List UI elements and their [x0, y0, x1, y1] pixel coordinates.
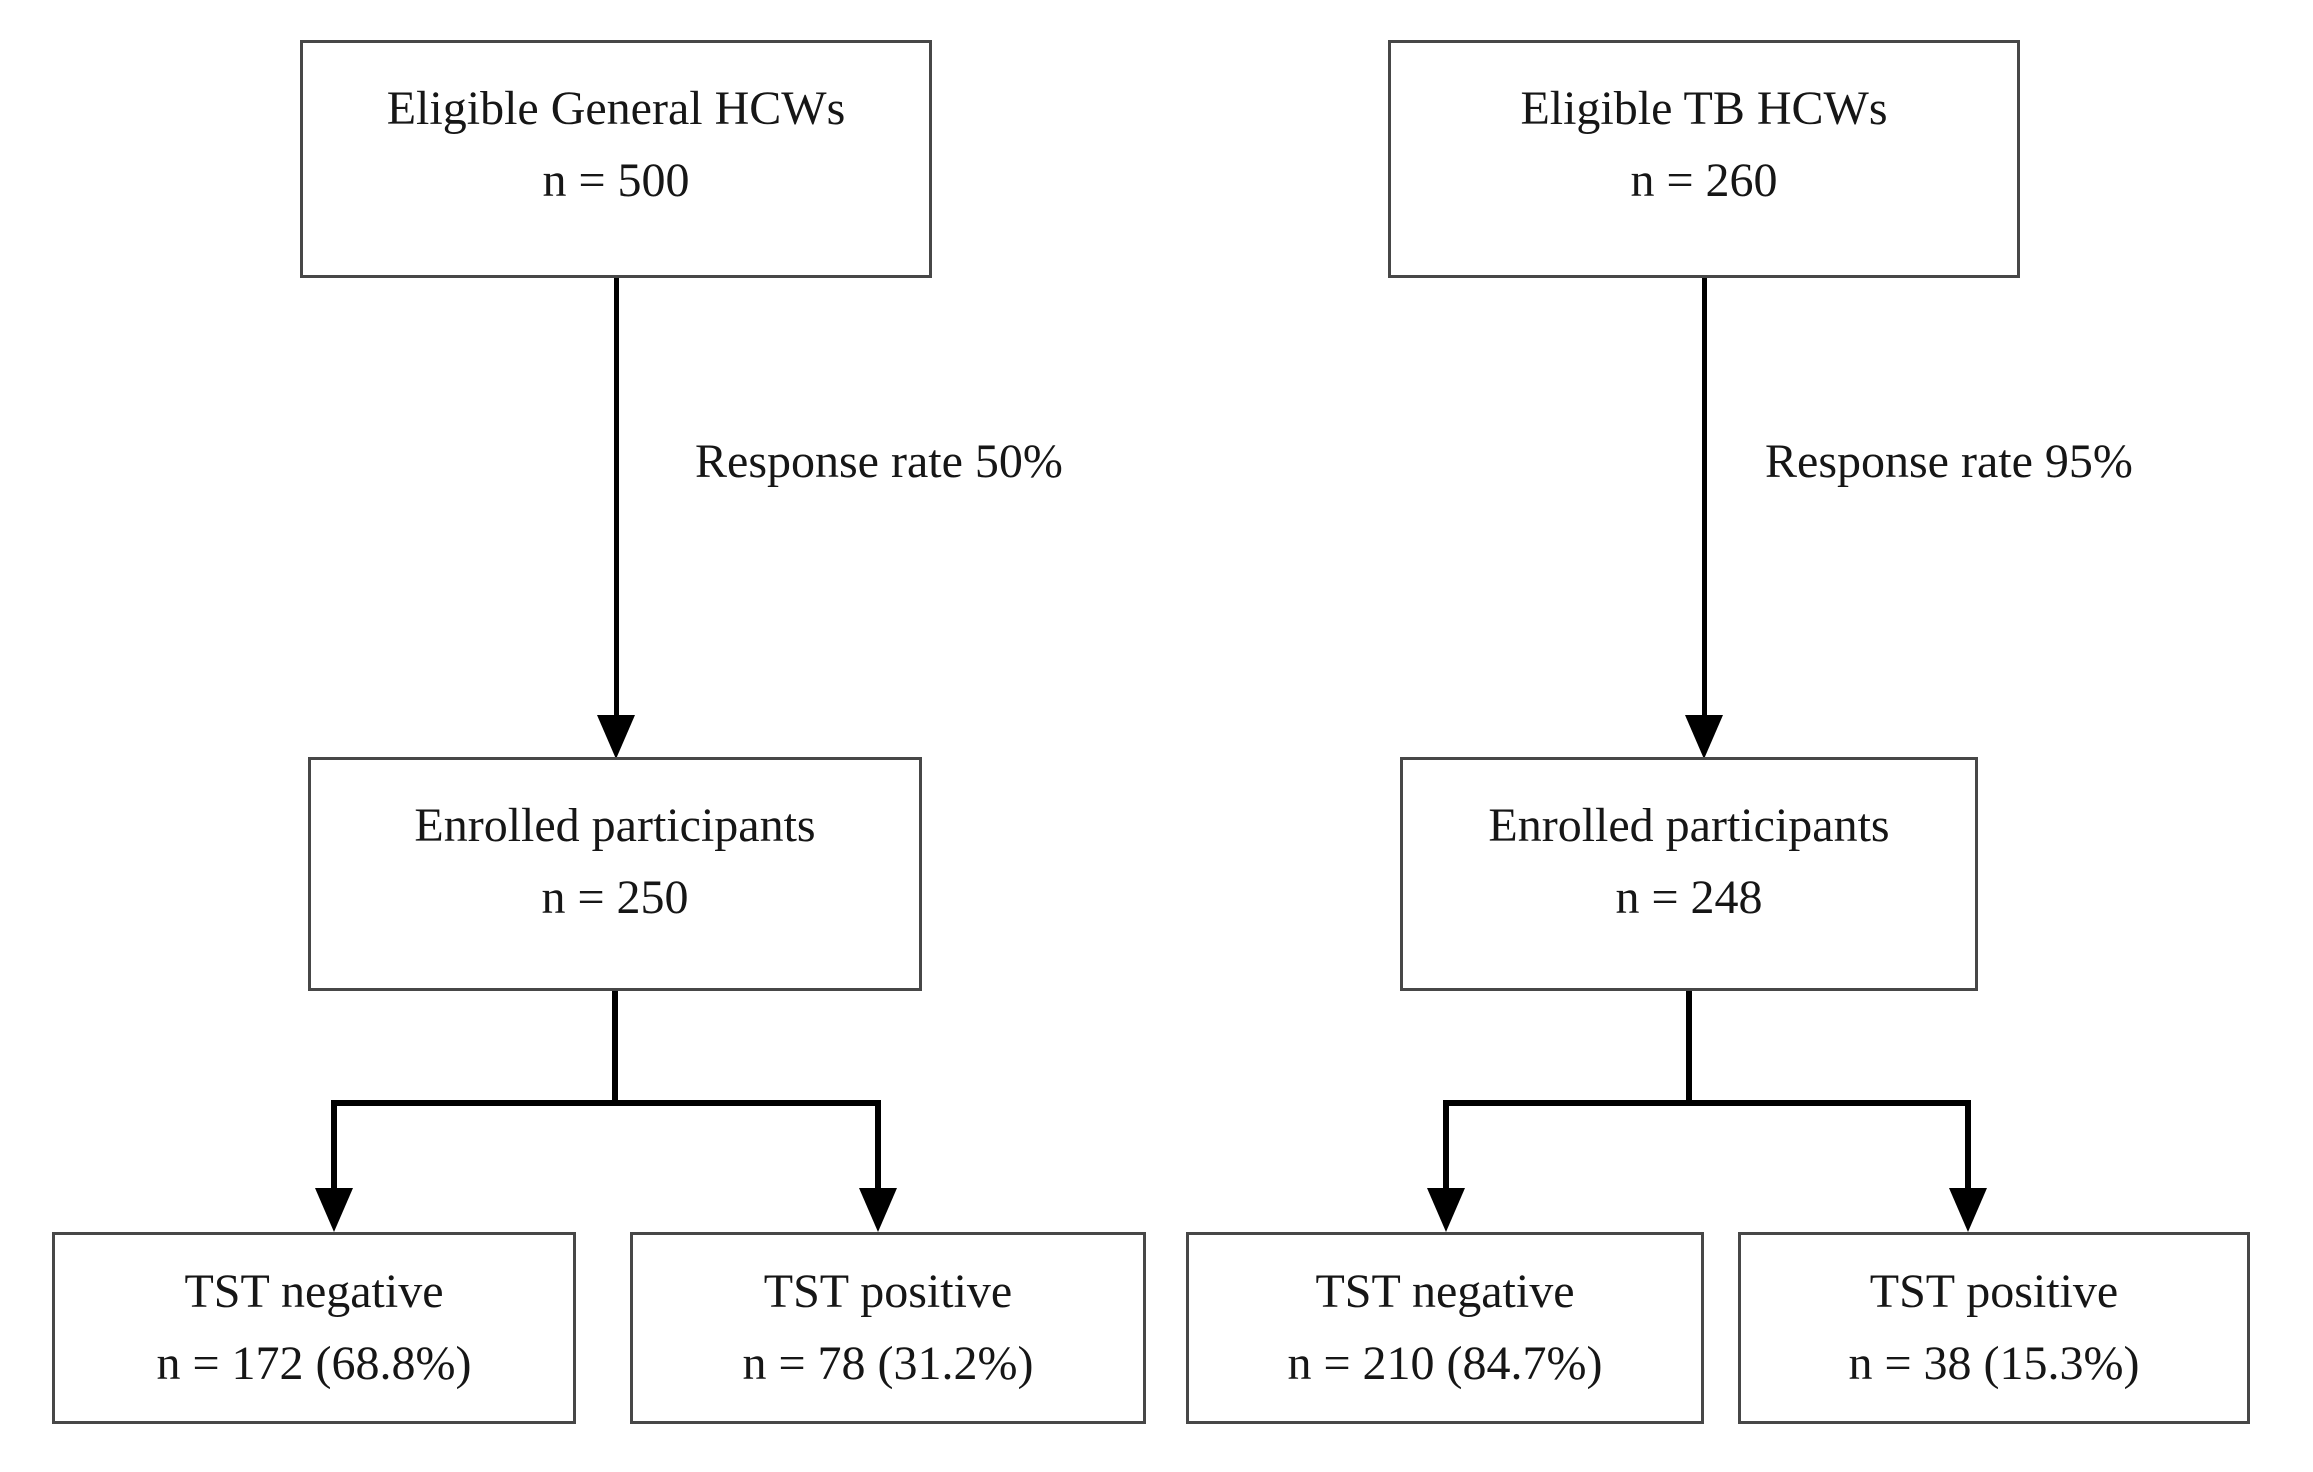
box-title: TST negative	[1315, 1265, 1575, 1318]
arrow-line-general-eligible-to-enrolled	[614, 278, 619, 720]
box-tst-negative-general: TST negative n = 172 (68.8%)	[52, 1232, 576, 1424]
connector-bar-tb	[1443, 1100, 1971, 1106]
box-count: n = 210 (84.7%)	[1287, 1337, 1603, 1390]
connector-drop-general-negative	[331, 1100, 337, 1192]
box-count: n = 38 (15.3%)	[1848, 1337, 2140, 1390]
box-enrolled-general: Enrolled participants n = 250	[308, 757, 922, 991]
connector-drop-general-positive	[875, 1100, 881, 1192]
arrowhead-down-icon	[315, 1188, 353, 1232]
response-rate-label-tb: Response rate 95%	[1765, 435, 2133, 488]
box-title: TST negative	[184, 1265, 444, 1318]
connector-stem-tb	[1686, 991, 1692, 1103]
box-tst-positive-general: TST positive n = 78 (31.2%)	[630, 1232, 1146, 1424]
box-count: n = 250	[541, 871, 689, 924]
box-tst-positive-tb: TST positive n = 38 (15.3%)	[1738, 1232, 2250, 1424]
box-enrolled-tb: Enrolled participants n = 248	[1400, 757, 1978, 991]
box-count: n = 78 (31.2%)	[742, 1337, 1034, 1390]
arrowhead-down-icon	[1685, 715, 1723, 759]
box-title: Eligible TB HCWs	[1520, 82, 1888, 135]
box-title: Eligible General HCWs	[386, 82, 846, 135]
box-count: n = 500	[542, 154, 690, 207]
box-title: TST positive	[1869, 1265, 2119, 1318]
arrowhead-down-icon	[1427, 1188, 1465, 1232]
connector-stem-general	[612, 991, 618, 1103]
box-count: n = 172 (68.8%)	[156, 1337, 472, 1390]
box-count: n = 248	[1615, 871, 1763, 924]
box-title: TST positive	[763, 1265, 1013, 1318]
box-title: Enrolled participants	[1488, 799, 1890, 852]
arrow-line-tb-eligible-to-enrolled	[1702, 278, 1707, 720]
arrowhead-down-icon	[859, 1188, 897, 1232]
box-tst-negative-tb: TST negative n = 210 (84.7%)	[1186, 1232, 1704, 1424]
box-eligible-tb-hcws: Eligible TB HCWs n = 260	[1388, 40, 2020, 278]
response-rate-label-general: Response rate 50%	[695, 435, 1063, 488]
arrowhead-down-icon	[597, 715, 635, 759]
box-title: Enrolled participants	[414, 799, 816, 852]
connector-bar-general	[331, 1100, 881, 1106]
box-count: n = 260	[1630, 154, 1778, 207]
connector-drop-tb-positive	[1965, 1100, 1971, 1192]
box-eligible-general-hcws: Eligible General HCWs n = 500	[300, 40, 932, 278]
arrowhead-down-icon	[1949, 1188, 1987, 1232]
connector-drop-tb-negative	[1443, 1100, 1449, 1192]
